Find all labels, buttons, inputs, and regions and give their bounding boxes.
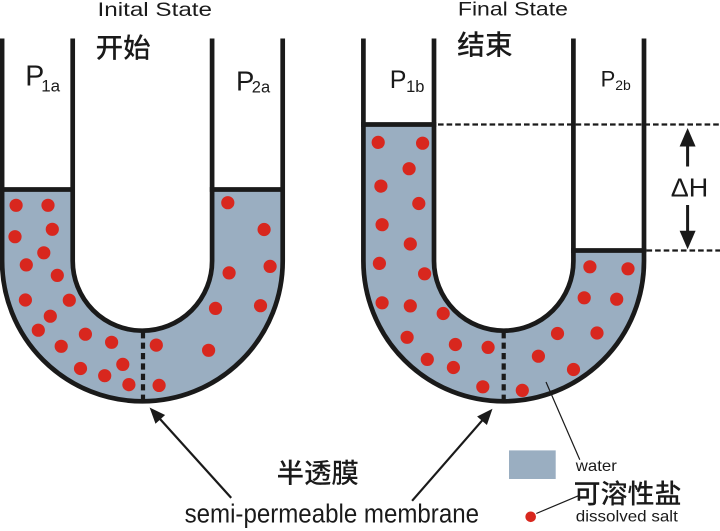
svg-text:2b: 2b bbox=[615, 77, 631, 93]
svg-text:1b: 1b bbox=[406, 78, 424, 96]
svg-text:P: P bbox=[390, 66, 407, 94]
svg-text:1a: 1a bbox=[41, 76, 60, 95]
svg-text:water: water bbox=[575, 458, 618, 475]
svg-text:P: P bbox=[236, 66, 254, 97]
svg-text:ΔH: ΔH bbox=[671, 173, 709, 203]
svg-text:dissolved salt: dissolved salt bbox=[576, 509, 679, 526]
svg-text:semi-permeable membrane: semi-permeable membrane bbox=[185, 501, 479, 529]
svg-text:P: P bbox=[25, 61, 44, 93]
svg-text:P: P bbox=[601, 67, 616, 92]
svg-text:2a: 2a bbox=[252, 79, 271, 97]
svg-text:Final State: Final State bbox=[458, 0, 568, 21]
svg-text:Inital State: Inital State bbox=[98, 0, 213, 21]
